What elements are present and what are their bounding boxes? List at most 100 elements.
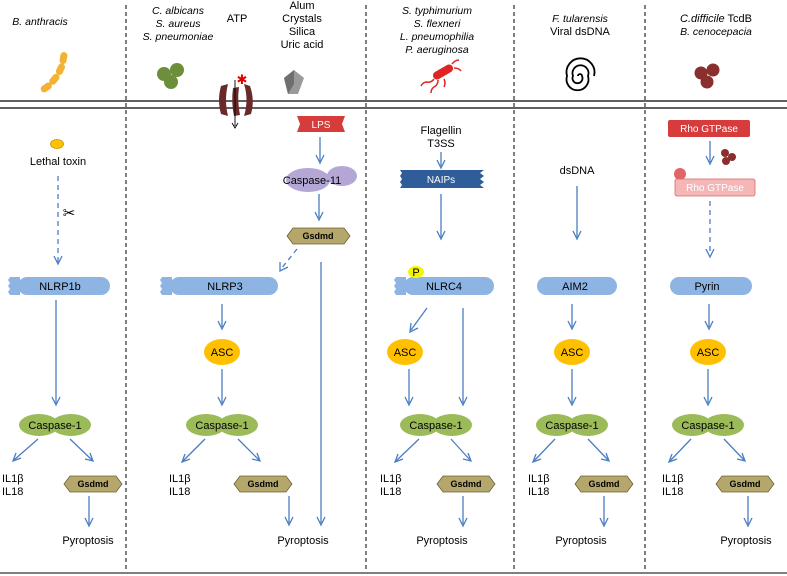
svg-text:ASC: ASC — [394, 347, 417, 359]
svg-text:ASC: ASC — [211, 347, 234, 359]
caspase-1: Caspase-1 — [19, 414, 91, 436]
svg-text:Uric acid: Uric acid — [281, 39, 324, 51]
svg-text:Gsdmd: Gsdmd — [450, 479, 481, 489]
atp-channel-icon: ✱ — [219, 73, 253, 129]
svg-text:IL18: IL18 — [380, 486, 401, 498]
svg-text:Alum: Alum — [289, 0, 314, 12]
svg-text:P. aeruginosa: P. aeruginosa — [405, 44, 469, 56]
svg-text:P: P — [412, 267, 419, 279]
svg-text:IL1β: IL1β — [662, 473, 684, 485]
rho-gtpase-inactive: Rho GTPase — [674, 168, 756, 197]
svg-text:Rho GTPase: Rho GTPase — [686, 183, 744, 194]
svg-text:NLRP3: NLRP3 — [207, 281, 242, 293]
caspase-1: Caspase-1 — [536, 414, 608, 436]
svg-text:NLRC4: NLRC4 — [426, 281, 462, 293]
toxin-cluster-icon — [721, 149, 736, 165]
gsdmd: Gsdmd — [715, 475, 775, 493]
caspase-1: Caspase-1 — [400, 414, 472, 436]
svg-text:IL1β: IL1β — [380, 473, 402, 485]
lps-box: LPS — [297, 116, 345, 132]
nlr-sensor: Pyrin — [670, 277, 752, 295]
svg-text:Pyroptosis: Pyroptosis — [416, 535, 468, 547]
svg-text:Viral dsDNA: Viral dsDNA — [550, 26, 610, 38]
svg-text:IL18: IL18 — [528, 486, 549, 498]
svg-text:Caspase-1: Caspase-1 — [409, 420, 462, 432]
scissors-icon: ✂ — [63, 204, 76, 222]
cytokine-il1b: IL1β — [2, 473, 24, 485]
pathway-aim2: F. tularensis Viral dsDNA dsDNA AIM2 ASC… — [528, 13, 634, 547]
pathway-nlrp3: C. albicans S. aureus S. pneumoniae ATP … — [143, 0, 357, 547]
svg-text:dsDNA: dsDNA — [560, 165, 596, 177]
svg-text:Gsdmd: Gsdmd — [729, 479, 760, 489]
nlr-sensor: NLRP3 — [160, 277, 278, 295]
svg-text:IL1β: IL1β — [169, 473, 191, 485]
trigger-label: Lethal toxin — [30, 156, 86, 168]
asc-adaptor: ASC — [204, 339, 240, 365]
svg-text:Gsdmd: Gsdmd — [588, 479, 619, 489]
cocci-cluster-icon — [694, 63, 720, 89]
svg-text:S. aureus: S. aureus — [156, 18, 202, 30]
svg-text:Pyrin: Pyrin — [694, 281, 719, 293]
svg-text:C.difficile TcdB: C.difficile TcdB — [680, 13, 752, 25]
svg-text:Flagellin: Flagellin — [421, 125, 462, 137]
dna-spiral-icon — [565, 57, 596, 92]
svg-text:Silica: Silica — [289, 26, 316, 38]
nlr-sensor: NLRC4 — [394, 277, 494, 295]
asc-adaptor: ASC — [690, 339, 726, 365]
naips: NAIPs — [400, 170, 484, 188]
svg-text:IL18: IL18 — [662, 486, 683, 498]
svg-text:Caspase-11: Caspase-11 — [283, 175, 342, 187]
lethal-toxin-icon — [50, 139, 64, 149]
pathogen-label: B. anthracis — [12, 16, 68, 28]
column-dividers — [125, 5, 646, 572]
svg-text:Caspase-1: Caspase-1 — [28, 420, 81, 432]
svg-text:C. albicans: C. albicans — [152, 5, 205, 17]
phospho-badge: P — [408, 266, 424, 279]
gsdmd: Gsdmd — [63, 475, 123, 493]
svg-text:Gsdmd: Gsdmd — [247, 479, 278, 489]
svg-text:B. cenocepacia: B. cenocepacia — [680, 26, 752, 38]
svg-text:ASC: ASC — [697, 347, 720, 359]
pathway-nlrc4: S. typhimurium S. flexneri L. pneumophil… — [380, 5, 496, 547]
svg-text:LPS: LPS — [312, 120, 331, 131]
svg-text:L. pneumophilia: L. pneumophilia — [400, 31, 474, 43]
crystal-icon — [284, 70, 304, 94]
gsdmd: Gsdmd — [436, 475, 496, 493]
svg-text:✱: ✱ — [237, 73, 248, 88]
fungi-cluster-icon — [157, 63, 184, 89]
gsdmd-noncanonical: Gsdmd — [286, 227, 351, 245]
svg-text:ASC: ASC — [561, 347, 584, 359]
pathway-pyrin: C.difficile TcdB B. cenocepacia Rho GTPa… — [662, 13, 775, 547]
svg-text:AIM2: AIM2 — [562, 281, 588, 293]
svg-text:Gsdmd: Gsdmd — [77, 479, 108, 489]
svg-text:S. pneumoniae: S. pneumoniae — [143, 31, 214, 43]
pathway-nlrp1b: B. anthracis Lethal toxin ✂ NLRP1b Caspa… — [2, 16, 123, 547]
svg-text:Crystals: Crystals — [282, 13, 322, 25]
svg-text:NLRP1b: NLRP1b — [39, 281, 81, 293]
svg-text:Caspase-1: Caspase-1 — [195, 420, 248, 432]
svg-text:IL1β: IL1β — [528, 473, 550, 485]
svg-text:Pyroptosis: Pyroptosis — [720, 535, 772, 547]
svg-text:NAIPs: NAIPs — [427, 175, 455, 186]
svg-text:Gsdmd: Gsdmd — [302, 231, 333, 241]
asc-adaptor: ASC — [387, 339, 423, 365]
gsdmd: Gsdmd — [574, 475, 634, 493]
svg-text:Rho GTPase: Rho GTPase — [680, 124, 738, 135]
svg-text:Pyroptosis: Pyroptosis — [277, 535, 329, 547]
atp-label: ATP — [227, 13, 248, 25]
svg-text:S. flexneri: S. flexneri — [414, 18, 461, 30]
nlr-sensor: NLRP1b — [8, 277, 110, 295]
gsdmd: Gsdmd — [233, 475, 293, 493]
svg-text:F. tularensis: F. tularensis — [552, 13, 609, 25]
asc-adaptor: ASC — [554, 339, 590, 365]
caspase-11: Caspase-11 — [283, 166, 357, 192]
cell-membrane — [0, 100, 787, 109]
svg-text:S. typhimurium: S. typhimurium — [402, 5, 472, 17]
bacillus-icon — [40, 52, 68, 93]
svg-text:Caspase-1: Caspase-1 — [545, 420, 598, 432]
svg-text:Caspase-1: Caspase-1 — [681, 420, 734, 432]
nlr-sensor: AIM2 — [537, 277, 617, 295]
pyroptosis-label: Pyroptosis — [62, 535, 114, 547]
rho-gtpase-active: Rho GTPase — [668, 120, 750, 137]
